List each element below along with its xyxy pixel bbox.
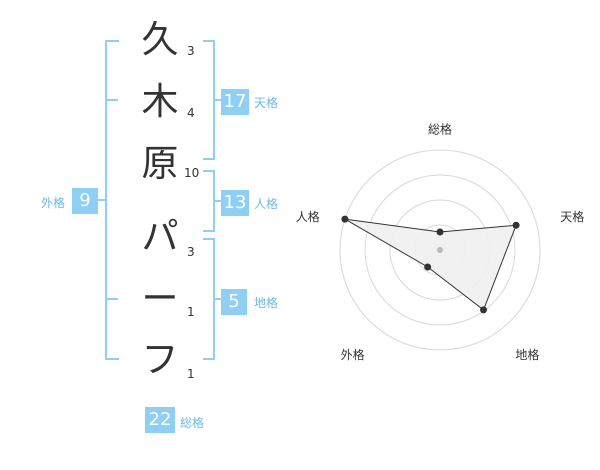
radar-grid-ring-3: [364, 174, 516, 326]
stroke-count-4: 3: [187, 245, 195, 259]
radar-grid-ring-4: [339, 149, 541, 351]
radar-axis-label-5: 人格: [296, 209, 320, 224]
radar-data-polygon: [344, 218, 517, 311]
stroke-count-6: 1: [187, 367, 195, 381]
radar-axis-label-1: 総格: [428, 122, 452, 137]
chikaku-label: 地格: [254, 296, 279, 310]
radar-axis-label-4: 外格: [341, 347, 365, 362]
tenkaku-bracket-tick: [214, 99, 222, 101]
radar-point-3: [479, 306, 487, 314]
stroke-count-3: 10: [184, 166, 200, 180]
chikaku-value-box: 5: [221, 289, 247, 315]
jinkaku-value-box: 13: [221, 190, 249, 216]
stroke-count-2: 4: [187, 106, 195, 120]
radar-center-dot: [437, 247, 443, 253]
jinkaku-label: 人格: [254, 197, 279, 211]
jinkaku-bracket-tick: [214, 200, 222, 202]
gaikaku-value-box: 9: [72, 188, 98, 214]
name-char-6: フ: [141, 338, 179, 381]
tenkaku-value-box: 17: [221, 89, 249, 115]
soukaku-value-box: 22: [145, 407, 175, 433]
name-char-3: 原: [141, 142, 179, 185]
name-char-1: 久: [141, 18, 179, 61]
radar-point-4: [424, 263, 432, 271]
radar-point-2: [512, 221, 520, 229]
radar-axis-label-2: 天格: [560, 209, 584, 224]
radar-axis-label-3: 地格: [515, 347, 539, 362]
name-char-5: ー: [141, 277, 179, 320]
tenkaku-label: 天格: [254, 96, 279, 110]
gaikaku-connector-lower: [106, 298, 118, 300]
gaikaku-label: 外格: [41, 196, 66, 210]
gaikaku-bracket-tick: [96, 199, 106, 201]
stroke-count-5: 1: [187, 305, 195, 319]
radar-point-1: [436, 228, 444, 236]
stroke-count-1: 3: [187, 44, 195, 58]
soukaku-label: 総格: [180, 416, 205, 430]
chikaku-bracket-tick: [214, 298, 222, 300]
gaikaku-bracket: [105, 40, 119, 360]
name-char-2: 木: [141, 80, 179, 123]
gaikaku-connector-upper: [106, 99, 118, 101]
radar-point-5: [341, 215, 349, 223]
name-char-4: パ: [141, 215, 179, 258]
